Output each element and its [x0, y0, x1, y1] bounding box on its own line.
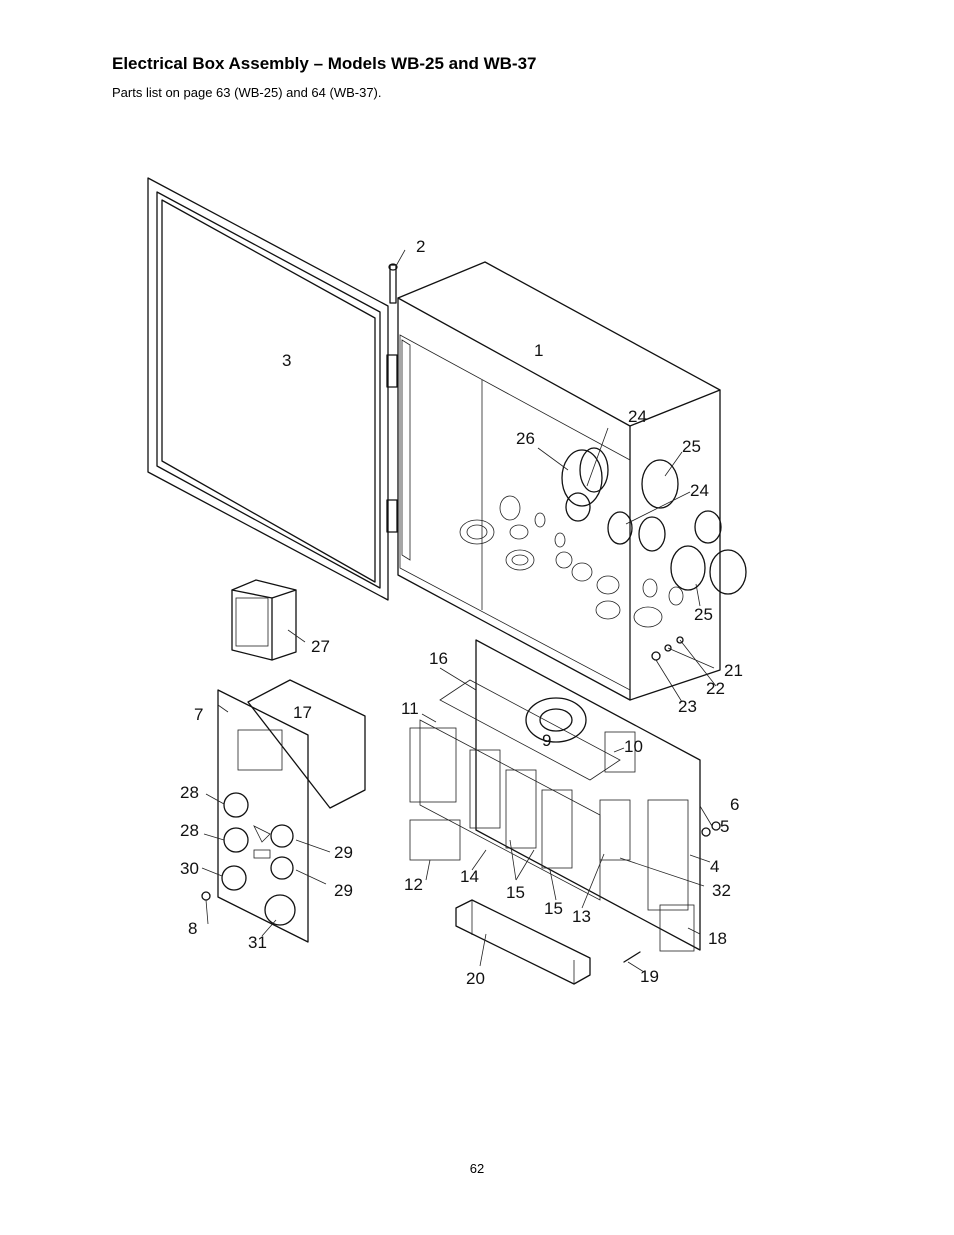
callout-5: 5 [720, 817, 729, 836]
callout-3: 3 [282, 351, 291, 370]
callout-14: 14 [460, 867, 479, 886]
callout-15: 15 [544, 899, 563, 918]
callout-11: 11 [401, 699, 419, 718]
callout-25: 25 [694, 605, 713, 624]
page-number: 62 [469, 1161, 485, 1176]
terminal-strip [455, 899, 591, 985]
callout-28: 28 [180, 783, 199, 802]
callout-12: 12 [404, 875, 423, 894]
callout-29: 29 [334, 843, 353, 862]
enclosure-box [397, 261, 721, 701]
callout-13: 13 [572, 907, 591, 926]
callout-19: 19 [640, 967, 659, 986]
callout-21: 21 [724, 661, 743, 680]
callout-24: 24 [690, 481, 709, 500]
callout-6: 6 [730, 795, 739, 814]
callout-16: 16 [429, 649, 448, 668]
callout-9: 9 [542, 731, 551, 750]
control-panel [217, 679, 366, 943]
door-panel [147, 177, 389, 601]
parts-list-reference: Parts list on page 63 (WB-25) and 64 (WB… [112, 85, 382, 100]
callout-32: 32 [712, 881, 731, 900]
callout-7: 7 [194, 705, 203, 724]
callout-20: 20 [466, 969, 485, 988]
hinge-pin [386, 263, 398, 533]
leader-lines [201, 249, 717, 973]
callout-26: 26 [516, 429, 535, 448]
page-title: Electrical Box Assembly – Models WB-25 a… [112, 54, 537, 73]
callout-23: 23 [678, 697, 697, 716]
callout-labels: 1 2 3 4 5 6 7 8 9 10 11 12 13 14 15 15 1… [180, 237, 743, 988]
callout-24: 24 [628, 407, 647, 426]
callout-17: 17 [293, 703, 312, 722]
callout-18: 18 [708, 929, 727, 948]
callout-25: 25 [682, 437, 701, 456]
callout-1: 1 [534, 341, 543, 360]
callout-27: 27 [311, 637, 330, 656]
callout-29: 29 [334, 881, 353, 900]
callout-30: 30 [180, 859, 199, 878]
callout-10: 10 [624, 737, 643, 756]
callout-4: 4 [710, 857, 719, 876]
mounting-plate [409, 639, 701, 952]
callout-31: 31 [248, 933, 267, 952]
callout-28: 28 [180, 821, 199, 840]
panel-meter [231, 579, 297, 661]
cable-glands [459, 447, 747, 628]
callout-15: 15 [506, 883, 525, 902]
callout-8: 8 [188, 919, 197, 938]
callout-22: 22 [706, 679, 725, 698]
callout-2: 2 [416, 237, 425, 256]
